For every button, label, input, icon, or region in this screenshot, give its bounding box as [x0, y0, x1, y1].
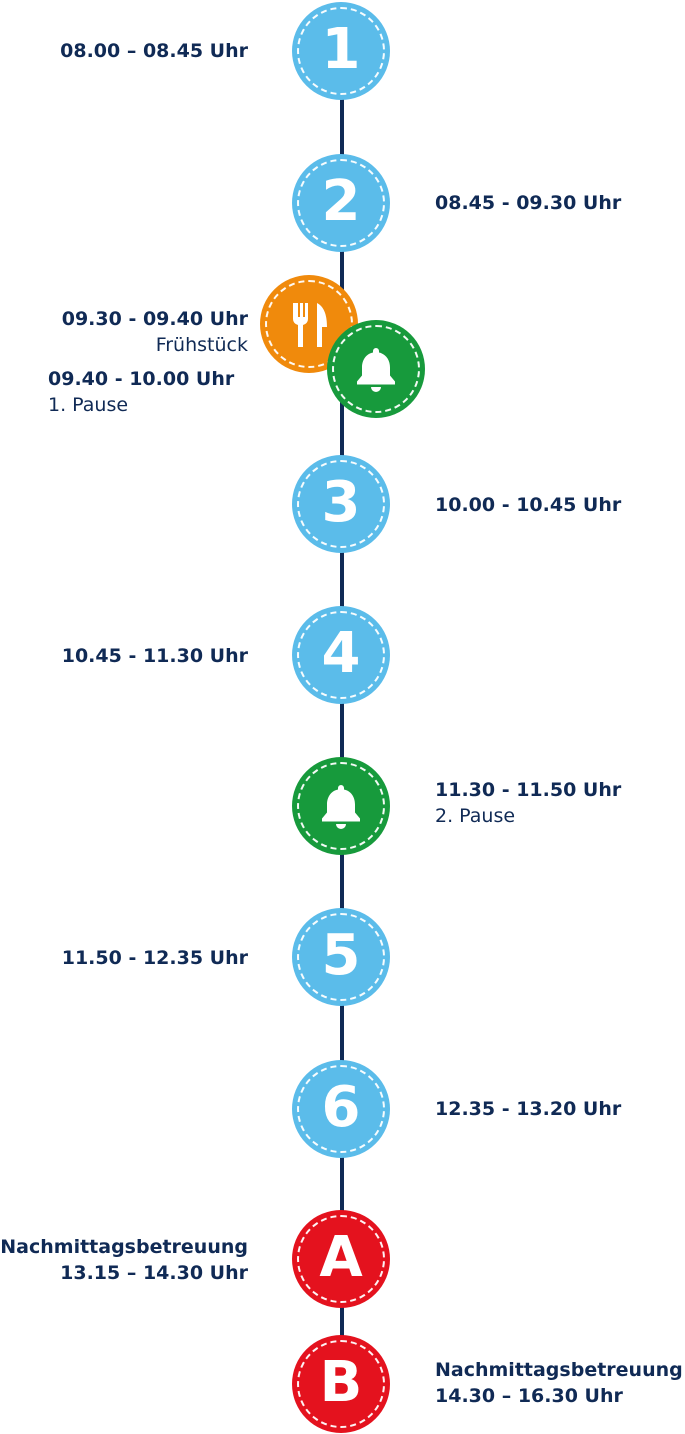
afternoon-a-name: Nachmittagsbetreuung — [0, 1236, 248, 1258]
afternoon-b-time: 14.30 – 16.30 Uhr — [435, 1385, 623, 1407]
pause-1-node — [327, 320, 425, 418]
time-label: 08.45 - 09.30 Uhr — [435, 192, 622, 214]
breakfast-info: 09.30 - 09.40 Uhr Frühstück — [62, 306, 248, 358]
afternoon-letter: B — [319, 1350, 363, 1415]
time-label: 11.50 - 12.35 Uhr — [61, 947, 248, 969]
lesson-node-6: 6 — [292, 1060, 390, 1158]
pause-2-time: 11.30 - 11.50 Uhr — [435, 779, 622, 801]
bell-icon — [322, 785, 360, 829]
pause-2-node — [292, 757, 390, 855]
lesson-node-2: 2 — [292, 154, 390, 252]
lesson-node-5: 5 — [292, 908, 390, 1006]
pause-2-info: 11.30 - 11.50 Uhr 2. Pause — [435, 777, 621, 829]
lesson-number: 1 — [321, 17, 361, 82]
bell-icon — [357, 348, 395, 392]
time-label: 08.00 – 08.45 Uhr — [60, 40, 248, 62]
pause-1-label: 1. Pause — [48, 394, 129, 416]
afternoon-node-a: A — [292, 1210, 390, 1308]
lesson-number: 3 — [321, 470, 361, 535]
lesson-number: 4 — [321, 621, 361, 686]
pause-1-info: 09.40 - 10.00 Uhr 1. Pause — [48, 366, 234, 418]
lesson-5-time: 11.50 - 12.35 Uhr — [62, 945, 248, 971]
time-label: 10.00 - 10.45 Uhr — [435, 494, 622, 516]
timeline-line — [340, 50, 344, 1390]
afternoon-a-info: Nachmittagsbetreuung 13.15 – 14.30 Uhr — [0, 1234, 248, 1286]
afternoon-a-time: 13.15 – 14.30 Uhr — [60, 1262, 248, 1284]
lesson-number: 2 — [321, 169, 361, 234]
time-label: 12.35 - 13.20 Uhr — [435, 1098, 622, 1120]
time-label: 10.45 - 11.30 Uhr — [61, 645, 248, 667]
lesson-6-time: 12.35 - 13.20 Uhr — [435, 1096, 621, 1122]
breakfast-time: 09.30 - 09.40 Uhr — [61, 308, 248, 330]
afternoon-letter: A — [319, 1225, 363, 1290]
lesson-1-time: 08.00 – 08.45 Uhr — [60, 38, 248, 64]
lesson-number: 6 — [321, 1075, 361, 1140]
lesson-number: 5 — [321, 923, 361, 988]
lesson-2-time: 08.45 - 09.30 Uhr — [435, 190, 621, 216]
lesson-3-time: 10.00 - 10.45 Uhr — [435, 492, 621, 518]
pause-1-time: 09.40 - 10.00 Uhr — [48, 368, 235, 390]
lesson-node-3: 3 — [292, 455, 390, 553]
breakfast-label: Frühstück — [155, 334, 248, 356]
lesson-4-time: 10.45 - 11.30 Uhr — [62, 643, 248, 669]
afternoon-b-name: Nachmittagsbetreuung — [435, 1359, 683, 1381]
afternoon-node-b: B — [292, 1335, 390, 1433]
lesson-node-4: 4 — [292, 606, 390, 704]
pause-2-label: 2. Pause — [435, 805, 516, 827]
lesson-node-1: 1 — [292, 2, 390, 100]
fork-knife-icon — [292, 303, 327, 347]
afternoon-b-info: Nachmittagsbetreuung 14.30 – 16.30 Uhr — [435, 1357, 683, 1409]
